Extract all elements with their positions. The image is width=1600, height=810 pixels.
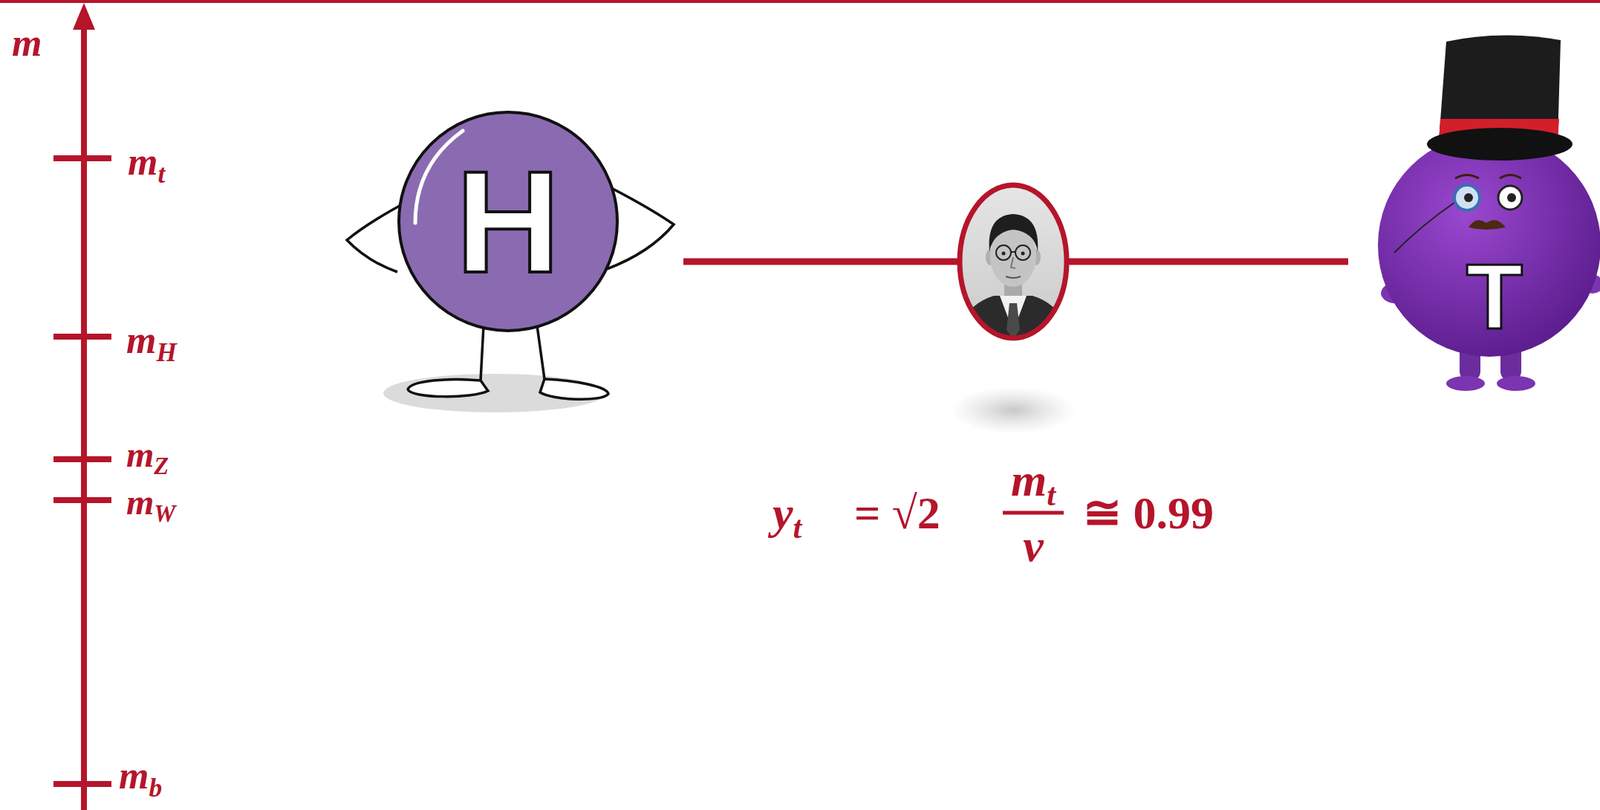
- leg: [537, 325, 545, 379]
- mass-tick-label: mb: [118, 753, 162, 797]
- hat-crown: [1438, 34, 1561, 142]
- character-shapes: [346, 112, 674, 413]
- nose: [1010, 257, 1016, 269]
- glasses-lens: [1015, 245, 1031, 260]
- formula-numerator: mt: [1010, 454, 1056, 506]
- hair: [989, 213, 1039, 252]
- eye: [1021, 251, 1026, 256]
- label-anchor: = √2: [854, 487, 941, 538]
- formula-value: ≅ 0.99: [1083, 487, 1214, 538]
- eyebrow: [1499, 175, 1522, 180]
- eyebrow: [1455, 175, 1479, 180]
- foot: [540, 378, 609, 399]
- eye: [1498, 185, 1523, 210]
- mass-tick-label: mW: [126, 482, 176, 522]
- label-anchor: mZ: [126, 435, 169, 475]
- mass-tick-label: mt: [127, 140, 165, 183]
- label-anchor: yt: [772, 487, 802, 538]
- foot: [1496, 375, 1536, 391]
- label-anchor: mH: [126, 318, 177, 362]
- top-body: [1377, 133, 1600, 357]
- tick: [53, 333, 112, 340]
- higgs-body: [398, 112, 618, 331]
- eye: [1002, 251, 1006, 256]
- tie: [1006, 303, 1020, 339]
- axis-label: m: [11, 21, 42, 64]
- mass-axis: [80, 22, 87, 810]
- formula-denominator: v: [1022, 519, 1044, 571]
- monocle-chain: [1394, 202, 1456, 253]
- label-anchor: mt: [127, 140, 165, 183]
- label-anchor: m: [11, 21, 42, 64]
- axis-arrowhead: [72, 2, 96, 30]
- label-anchor: mt: [1010, 454, 1056, 506]
- label-anchor: mW: [126, 482, 176, 523]
- character-letter: T: [1466, 249, 1523, 343]
- tick: [53, 780, 112, 787]
- photo-background: [958, 184, 1069, 341]
- hat-brim: [1426, 127, 1573, 161]
- glasses-bridge: [1010, 251, 1016, 253]
- mass-tick-label: mZ: [126, 434, 169, 474]
- foot: [1446, 375, 1485, 391]
- label-anchor: ≅ 0.99: [1083, 487, 1214, 538]
- arm: [346, 202, 407, 272]
- glasses-lens: [996, 245, 1011, 260]
- foot: [407, 379, 489, 397]
- mustache: [1468, 219, 1506, 230]
- label-anchor: mb: [118, 753, 162, 797]
- mass-tick-label: mH: [126, 318, 177, 362]
- tick: [53, 155, 112, 162]
- pupil: [1507, 193, 1517, 203]
- body-highlight: [415, 130, 463, 223]
- pupil: [1464, 193, 1473, 203]
- top-quark-character: T: [1348, 29, 1600, 394]
- formula-term: = √2: [854, 487, 941, 538]
- portrait-frame: [959, 184, 1067, 338]
- monocle: [1454, 184, 1480, 211]
- character-shapes: [1377, 34, 1600, 391]
- formula-term: yt: [772, 487, 802, 538]
- axis-ticks: [53, 158, 112, 784]
- mouth: [1005, 276, 1021, 278]
- label-anchor: v: [1022, 519, 1044, 571]
- higgs-character: H: [337, 103, 684, 409]
- character-letter: H: [456, 149, 561, 295]
- leg: [480, 325, 484, 381]
- tick: [53, 456, 112, 463]
- top-rule: [0, 0, 1600, 3]
- portrait-photo: [952, 184, 1075, 350]
- portrait-shadow: [950, 386, 1077, 434]
- tick: [53, 496, 112, 503]
